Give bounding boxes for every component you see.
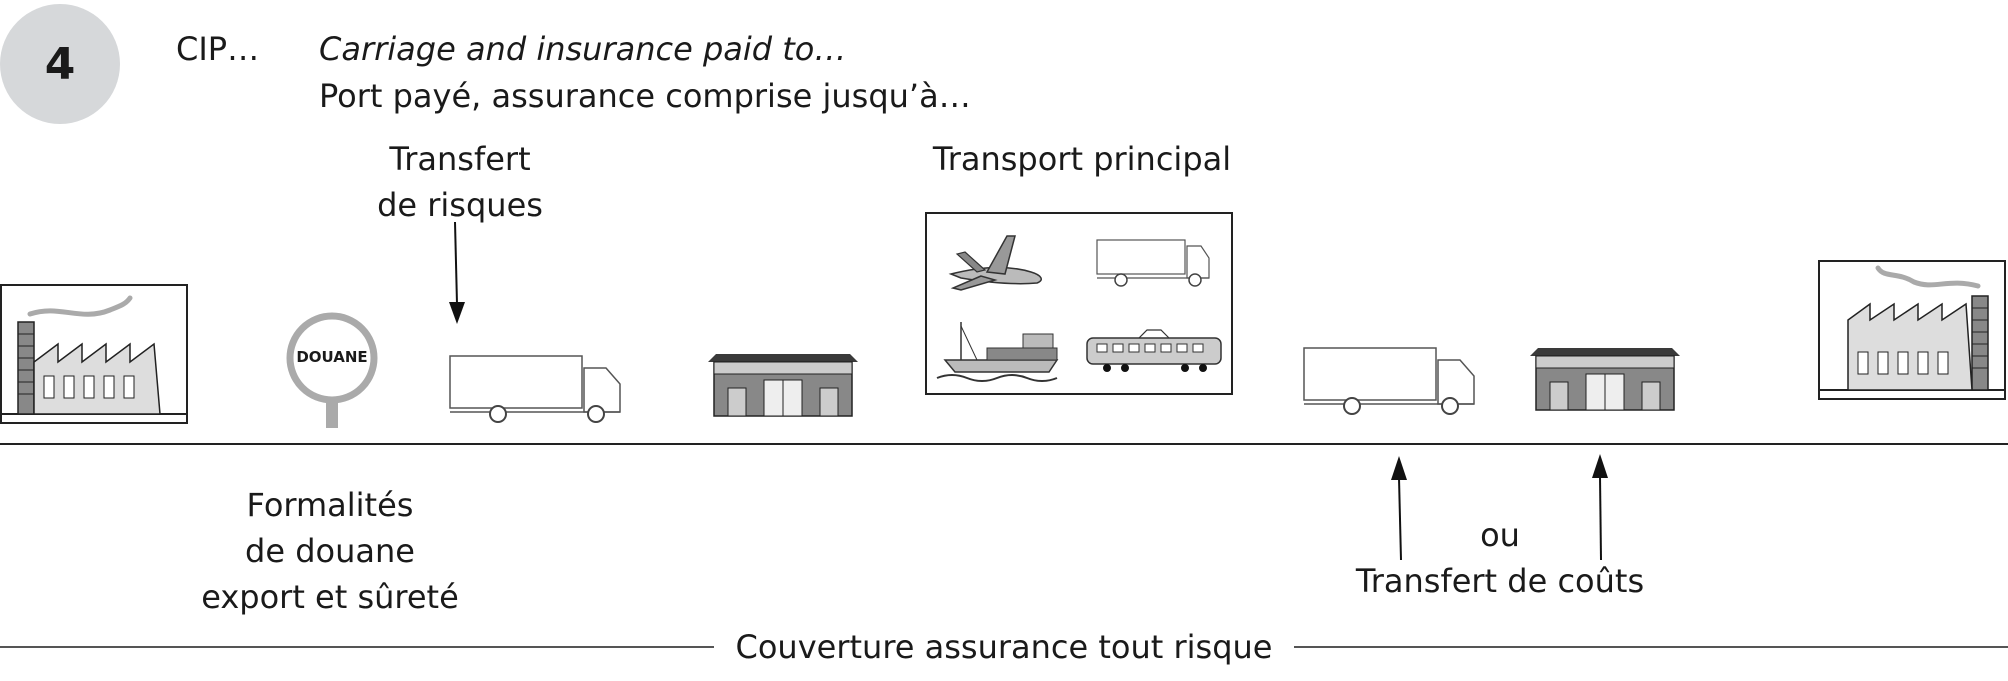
customs-line-1: Formalités [246, 486, 414, 524]
customs-line-3: export et sûreté [201, 578, 459, 616]
ground-line [0, 443, 2008, 445]
incoterm-french: Port payé, assurance comprise jusqu’à… [319, 77, 971, 115]
train-icon [1086, 329, 1222, 372]
risk-transfer-line-1: Transfert [389, 140, 531, 178]
customs-line-2: de douane [245, 532, 415, 570]
cost-transfer-arrow-2 [1592, 454, 1608, 561]
cost-transfer-label: Transfert de coûts [1355, 562, 1645, 600]
insurance-line-left [0, 646, 714, 648]
truck-icon [449, 355, 621, 423]
incoterm-english: Carriage and insurance paid to… [319, 30, 847, 68]
factory-left-icon [0, 284, 188, 424]
airplane-icon [948, 235, 1042, 291]
incoterm-code: CIP… [176, 30, 260, 68]
risk-transfer-line-2: de risques [377, 186, 543, 224]
ship-icon [936, 322, 1059, 382]
step-number: 4 [44, 38, 76, 90]
risk-transfer-arrow [449, 221, 465, 324]
warehouse-icon-2 [1530, 348, 1680, 411]
warehouse-icon [708, 354, 858, 417]
main-transport-label: Transport principal [932, 140, 1232, 178]
main-transport-box [925, 212, 1233, 395]
small-truck-icon [1096, 239, 1210, 287]
insurance-line-right [1294, 646, 2008, 648]
insurance-label: Couverture assurance tout risque [735, 628, 1273, 666]
or-label: ou [1480, 516, 1520, 554]
cost-transfer-arrow-1 [1391, 456, 1407, 561]
truck-icon-2 [1303, 347, 1475, 415]
risk-transfer-label: Transfert de risques [360, 136, 560, 228]
factory-right-icon [1818, 260, 2006, 400]
customs-sign-icon [286, 312, 378, 428]
customs-label: Formalités de douane export et sûreté [180, 482, 480, 620]
step-number-badge: 4 [0, 4, 120, 124]
customs-sign-text: DOUANE [296, 348, 368, 366]
